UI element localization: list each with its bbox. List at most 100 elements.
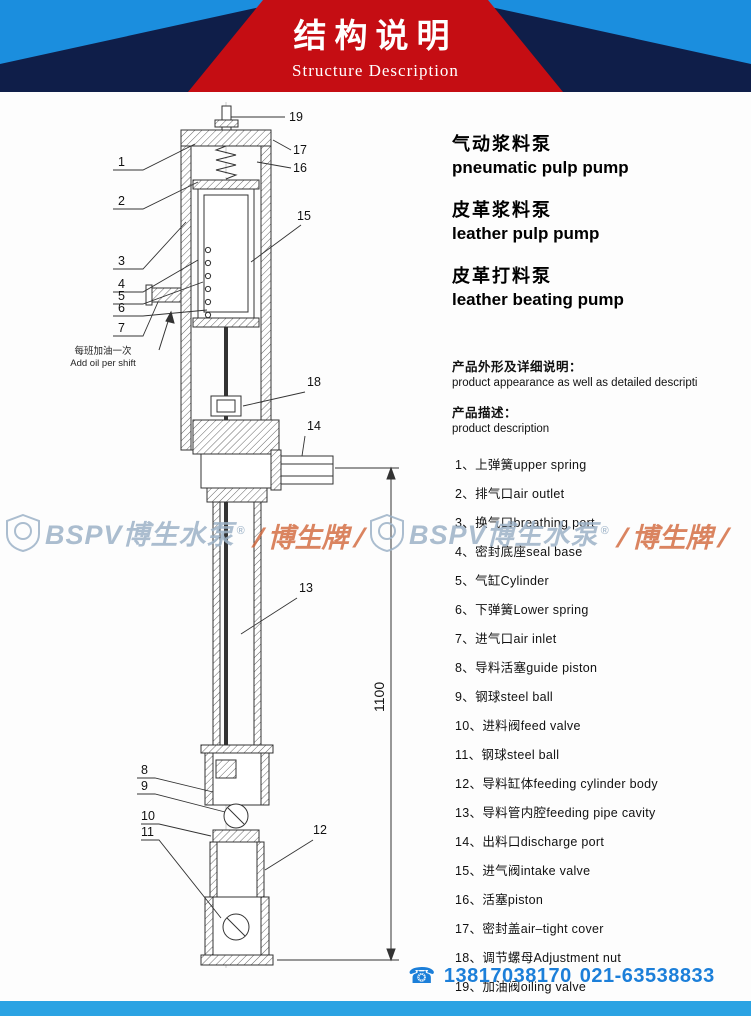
title-ribbon: 结构说明 Structure Description: [188, 0, 563, 92]
part-en: seal base: [526, 545, 583, 559]
bspv-shield-logo-icon: [370, 513, 404, 552]
part-cn: 密封盖: [482, 922, 521, 936]
callout-7: 7: [118, 321, 125, 335]
callout-14: 14: [307, 419, 321, 433]
part-cn: 活塞: [482, 893, 508, 907]
part-item-2: 2、排气口air outlet: [455, 480, 658, 509]
part-en: steel ball: [507, 748, 560, 762]
slash-decoration: /: [250, 523, 265, 553]
oil-note-arrow: [158, 310, 175, 351]
part-en: intake valve: [520, 864, 591, 878]
part-cn: 加油阀: [482, 980, 521, 994]
part-item-9: 9、钢球steel ball: [455, 683, 658, 712]
part-cn: 导料管内腔: [482, 806, 547, 820]
part-en: feeding pipe cavity: [546, 806, 656, 820]
product-2-en: leather pulp pump: [452, 224, 600, 243]
callout-3: 3: [118, 254, 125, 268]
watermark-brand-1: /博生牌/: [248, 516, 368, 555]
part-num: 1、: [455, 458, 476, 472]
callout-10: 10: [141, 809, 155, 823]
callout-8: 8: [141, 763, 148, 777]
part-item-10: 10、进料阀feed valve: [455, 712, 658, 741]
product-1-en: pneumatic pulp pump: [452, 158, 629, 177]
phone-icon: ☎: [408, 963, 436, 988]
oil-note: 每班加油一次 Add oil per shift: [42, 346, 164, 371]
part-item-14: 14、出料口discharge port: [455, 828, 658, 857]
part-cn: 进料阀: [482, 719, 521, 733]
part-en: oiling valve: [520, 980, 587, 994]
part-item-17: 17、密封盖air–tight cover: [455, 915, 658, 944]
part-item-3: 3、换气口breathing port: [455, 509, 658, 538]
part-en: steel ball: [500, 690, 554, 704]
part-item-15: 15、进气阀intake valve: [455, 857, 658, 886]
appearance-label-cn: 产品外形及详细说明：: [452, 360, 583, 374]
callout-leaders: [113, 116, 314, 919]
wm-bspv-cn: 博生水泵: [122, 520, 235, 550]
bottom-bar: [0, 1001, 751, 1016]
part-num: 15、: [455, 864, 483, 878]
callout-16: 16: [293, 161, 307, 175]
callout-6: 6: [118, 301, 125, 315]
callout-12: 12: [313, 823, 327, 837]
part-num: 7、: [455, 632, 476, 646]
callout-4: 4: [118, 277, 125, 291]
part-num: 14、: [455, 835, 483, 849]
part-cn: 出料口: [482, 835, 521, 849]
watermark-bspv-1: BSPV博生水泵®: [6, 513, 246, 552]
part-cn: 调节螺母: [482, 951, 534, 965]
part-num: 19、: [455, 980, 483, 994]
parts-list: 1、上弹簧upper spring 2、排气口air outlet 3、换气口b…: [455, 451, 658, 1002]
part-en: Adjustment nut: [533, 951, 622, 965]
part-en: discharge port: [520, 835, 605, 849]
part-cn: 气缸: [475, 574, 501, 588]
part-cn: 进气阀: [482, 864, 521, 878]
part-item-6: 6、下弹簧Lower spring: [455, 596, 658, 625]
product-3-cn: 皮革打料泵: [452, 266, 552, 286]
part-num: 6、: [455, 603, 476, 617]
product-3: 皮革打料泵 leather beating pump: [452, 265, 629, 310]
part-num: 4、: [455, 545, 476, 559]
part-en: air–tight cover: [520, 922, 604, 936]
part-num: 2、: [455, 487, 476, 501]
callout-2: 2: [118, 194, 125, 208]
product-2: 皮革浆料泵 leather pulp pump: [452, 199, 629, 244]
part-num: 3、: [455, 516, 476, 530]
part-item-11: 11、钢球steel ball: [455, 741, 658, 770]
part-en: feeding cylinder body: [533, 777, 658, 791]
dimension-line: [277, 466, 399, 962]
part-num: 13、: [455, 806, 483, 820]
product-1-cn: 气动浆料泵: [452, 134, 552, 154]
part-cn: 下弹簧: [475, 603, 514, 617]
callout-17: 17: [293, 143, 307, 157]
part-item-8: 8、导料活塞guide piston: [455, 654, 658, 683]
page-subtitle: Structure Description: [292, 61, 459, 80]
callout-1: 1: [118, 155, 125, 169]
page-title: 结构说明: [293, 17, 458, 54]
part-item-1: 1、上弹簧upper spring: [455, 451, 658, 480]
footer-contact: ☎ 13817038170 021-63538833: [408, 963, 715, 989]
part-en: air outlet: [513, 487, 565, 501]
part-en: feed valve: [520, 719, 581, 733]
oil-note-en: Add oil per shift: [70, 358, 136, 370]
description-block: 产品外形及详细说明： product appearance as well as…: [452, 356, 697, 448]
header-banner: 结构说明 Structure Description: [0, 0, 751, 92]
part-en: Lower spring: [513, 603, 589, 617]
part-cn: 上弹簧: [475, 458, 514, 472]
part-item-7: 7、进气口air inlet: [455, 625, 658, 654]
part-num: 9、: [455, 690, 476, 704]
wm-brand-text: 博生牌: [267, 523, 349, 553]
part-item-13: 13、导料管内腔feeding pipe cavity: [455, 799, 658, 828]
registered-mark: ®: [236, 525, 246, 537]
bspv-shield-logo-icon: [6, 513, 40, 552]
part-cn: 钢球: [475, 690, 501, 704]
phone-number-1: 13817038170: [443, 964, 572, 987]
pump-body: [145, 102, 334, 968]
wm-bspv-latin: BSPV: [45, 520, 123, 550]
part-en: air inlet: [513, 632, 557, 646]
part-num: 12、: [455, 777, 483, 791]
part-item-5: 5、气缸Cylinder: [455, 567, 658, 596]
part-num: 16、: [455, 893, 483, 907]
part-num: 8、: [455, 661, 476, 675]
callout-18: 18: [307, 375, 321, 389]
